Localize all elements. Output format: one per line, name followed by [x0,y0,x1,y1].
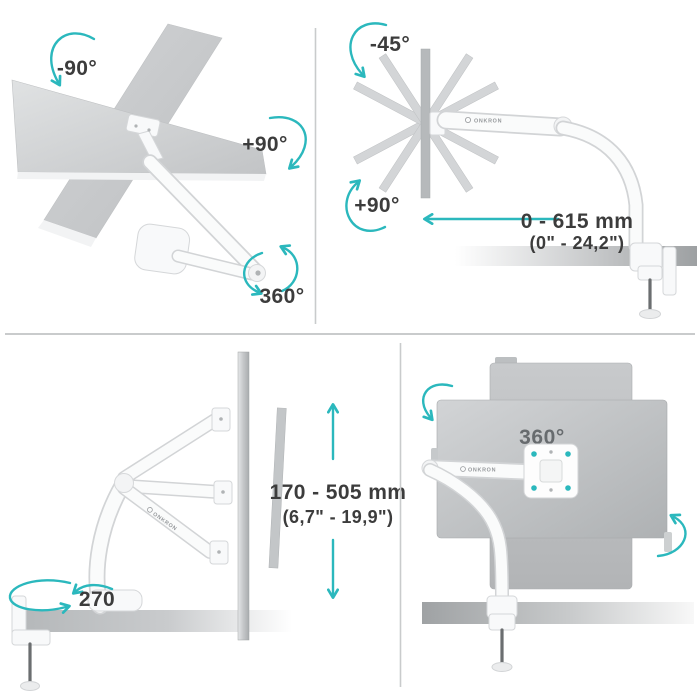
brand-logo: ONKRON [460,466,496,474]
base-swivel-label: 270 [79,588,115,611]
brand-label: ONKRON [474,119,502,125]
base-foot [134,223,191,275]
desk-surface [16,610,292,632]
monitor-side-view [420,48,431,199]
rotate-ccw-arrow-icon [422,383,454,422]
height-mm-label: 170 - 505 mm [270,481,407,504]
monitor-side-view-right [268,407,287,569]
extension-mm-label: 0 - 615 mm [521,210,634,233]
vesa-hinge [125,113,164,162]
desk-clamp [486,595,518,672]
base-swivel-arrow-icon [8,579,72,614]
rotate-cw-arrow-icon [268,116,307,170]
quadrant-height-adjustment: ONKRON 270 170 - 505 mm (6,7" - 19,9") [8,351,407,691]
tilt-down-label: +90° [354,194,400,217]
pivot-cw-label: +90° [242,133,288,156]
vesa-plate [523,443,579,499]
rotate-ccw-arrow-icon [50,32,96,87]
brand-logo: ONKRON [464,117,502,125]
quadrant-screen-pivot: -90° +90° 360° [11,23,307,308]
tilt-up-label: -45° [370,33,410,56]
quadrant-screen-rotation: 360° ONKRON [421,357,694,672]
swivel-right-arrow-icon [279,244,299,293]
base-swivel-arrow2-icon [71,583,114,595]
base-foot [87,589,143,612]
tilt-down-arrow-icon [345,179,387,232]
quadrant-tilt-extension: ONKRON -45° +90° 0 - 615 mm (0" - 24,2") [345,22,697,319]
screen-rotation-label: 360° [519,426,565,449]
desk-surface [422,602,694,624]
brand-label: ONKRON [468,468,496,474]
tilt-up-arrow-icon [349,22,388,79]
pivot-ccw-label: -90° [57,57,97,80]
arm-elbow-joint [114,473,134,493]
monitor-side-view-center [237,351,250,641]
extension-inch-label: (0" - 24,2") [530,233,625,253]
rotate-cw-arrow-icon [656,513,687,558]
height-inch-label: (6,7" - 19,9") [283,507,394,527]
swivel-left-arrow-icon [243,251,264,296]
desk-clamp [629,242,677,319]
arm-swivel-label: 360° [259,285,304,308]
